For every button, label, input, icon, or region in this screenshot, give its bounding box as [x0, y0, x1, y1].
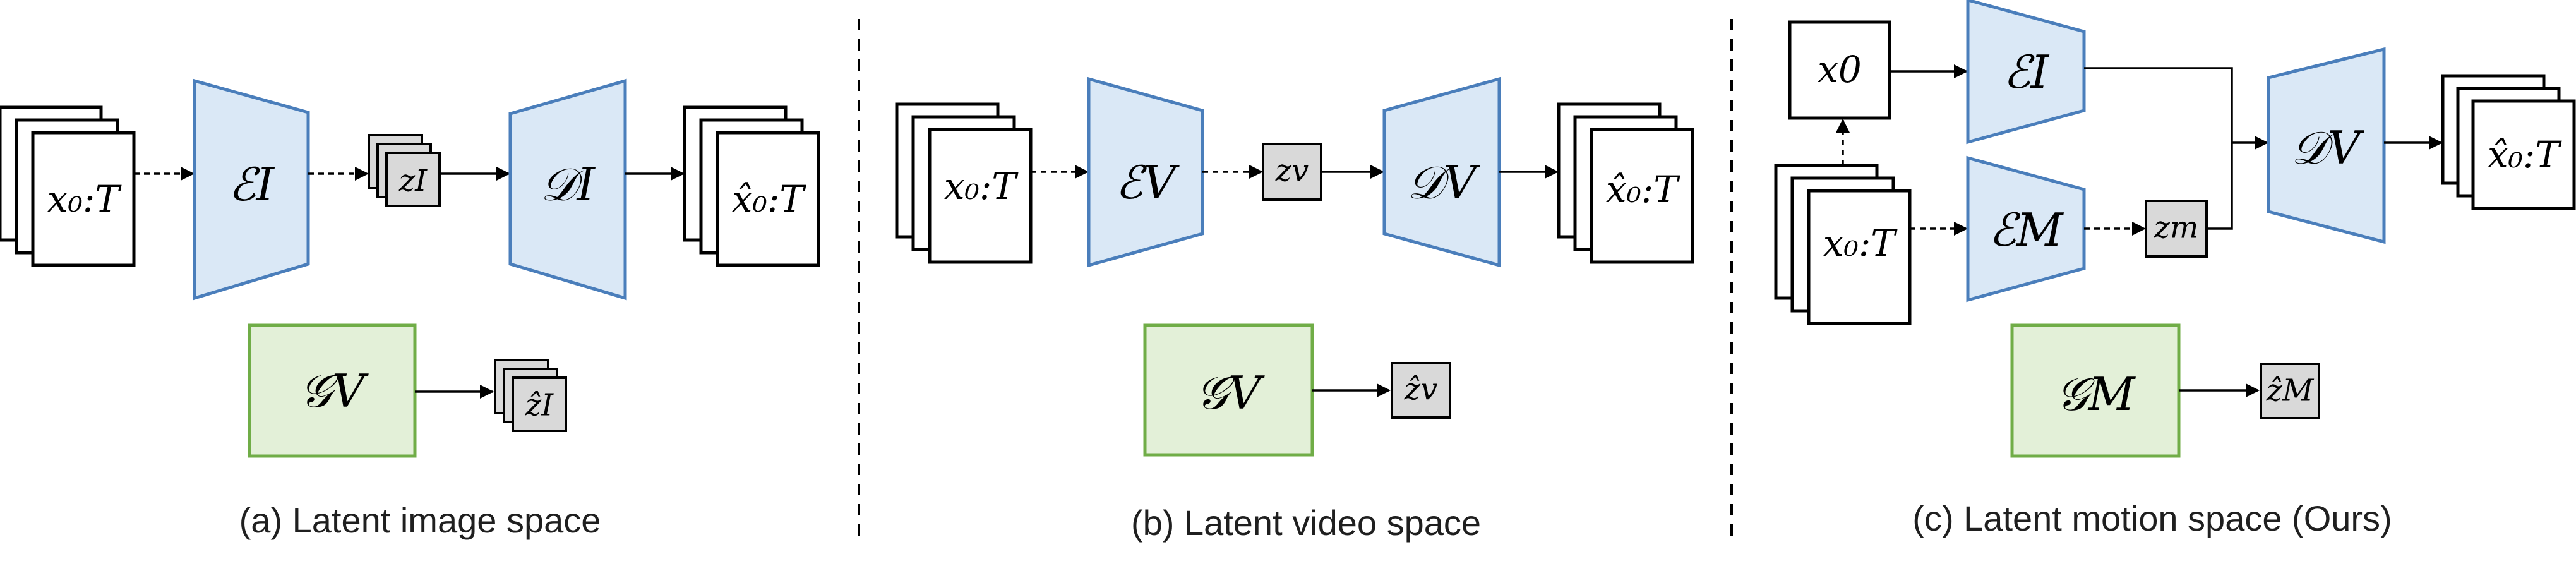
output-frame-stack: x̂₀:T — [2441, 74, 2576, 210]
motion-encoder-label: ℰM — [1989, 203, 2064, 256]
latent-label: zm — [2154, 210, 2199, 246]
generated-latent-stack: ẑI — [494, 359, 567, 432]
input-frame-stack: x₀:T — [1774, 164, 1912, 325]
generator: 𝒢M — [2010, 323, 2181, 458]
panel-b: x₀:T ℰV zv 𝒟V x̂₀:T 𝒢V — [895, 76, 1694, 543]
latent-box: zv — [1262, 143, 1322, 201]
decoder-label: 𝒟V — [2291, 121, 2364, 174]
caption-c: (c) Latent motion space (Ours) — [1912, 498, 2392, 538]
connector-motion-latent — [2207, 143, 2233, 230]
generator-label: 𝒢V — [299, 364, 369, 418]
motion-encoder: ℰM — [1966, 155, 2086, 303]
first-frame-box: x0 — [1788, 20, 1891, 120]
frame-label: x0 — [1818, 48, 1862, 91]
image-encoder: ℰI — [193, 78, 310, 301]
latent-label: zI — [398, 164, 428, 199]
decoder-label: 𝒟V — [1407, 156, 1480, 209]
image-encoder-label: ℰI — [2003, 45, 2050, 99]
encoder-label: ℰI — [229, 158, 275, 211]
video-decoder: 𝒟V — [1382, 76, 1501, 268]
generated-label: ẑM — [2266, 373, 2315, 409]
output-frame-stack: x̂₀:T — [1557, 102, 1694, 264]
generated-latent-box: ẑv — [1391, 362, 1451, 419]
connector-image-encoder — [2084, 67, 2233, 143]
input-frame-stack: x₀:T — [0, 105, 136, 267]
generator-label: 𝒢V — [1195, 366, 1265, 419]
input-frame-stack: x₀:T — [895, 102, 1033, 264]
image-encoder: ℰI — [1966, 0, 2086, 145]
generated-latent-box: ẑM — [2260, 363, 2320, 419]
encoder-label: ℰV — [1115, 156, 1180, 209]
latent-label: zv — [1275, 153, 1309, 189]
input-label: x₀:T — [944, 165, 1019, 208]
generator: 𝒢V — [1143, 323, 1314, 457]
output-label: x̂₀:T — [1606, 168, 1681, 211]
image-decoder: 𝒟I — [508, 78, 627, 301]
generated-label: ẑI — [525, 388, 554, 423]
video-encoder: ℰV — [1087, 76, 1204, 268]
motion-latent-box: zm — [2145, 200, 2208, 258]
output-frame-stack: x̂₀:T — [683, 105, 820, 267]
decoder-label: 𝒟I — [541, 158, 596, 211]
video-decoder: 𝒟V — [2267, 47, 2386, 244]
panel-a: x₀:T ℰI zI 𝒟I x̂₀:T — [0, 78, 820, 540]
generated-label: ẑv — [1404, 372, 1437, 407]
caption-a: (a) Latent image space — [239, 500, 601, 540]
generator-label: 𝒢M — [2056, 368, 2136, 421]
input-label: x₀:T — [47, 177, 123, 220]
latent-stack: zI — [368, 134, 441, 207]
output-label: x̂₀:T — [2488, 133, 2563, 176]
caption-b: (b) Latent video space — [1131, 503, 1481, 543]
output-label: x̂₀:T — [732, 177, 807, 220]
generator: 𝒢V — [248, 323, 417, 458]
input-label: x₀:T — [1823, 222, 1898, 265]
panel-c: x0 ℰI x₀:T ℰM zm — [1774, 0, 2576, 538]
